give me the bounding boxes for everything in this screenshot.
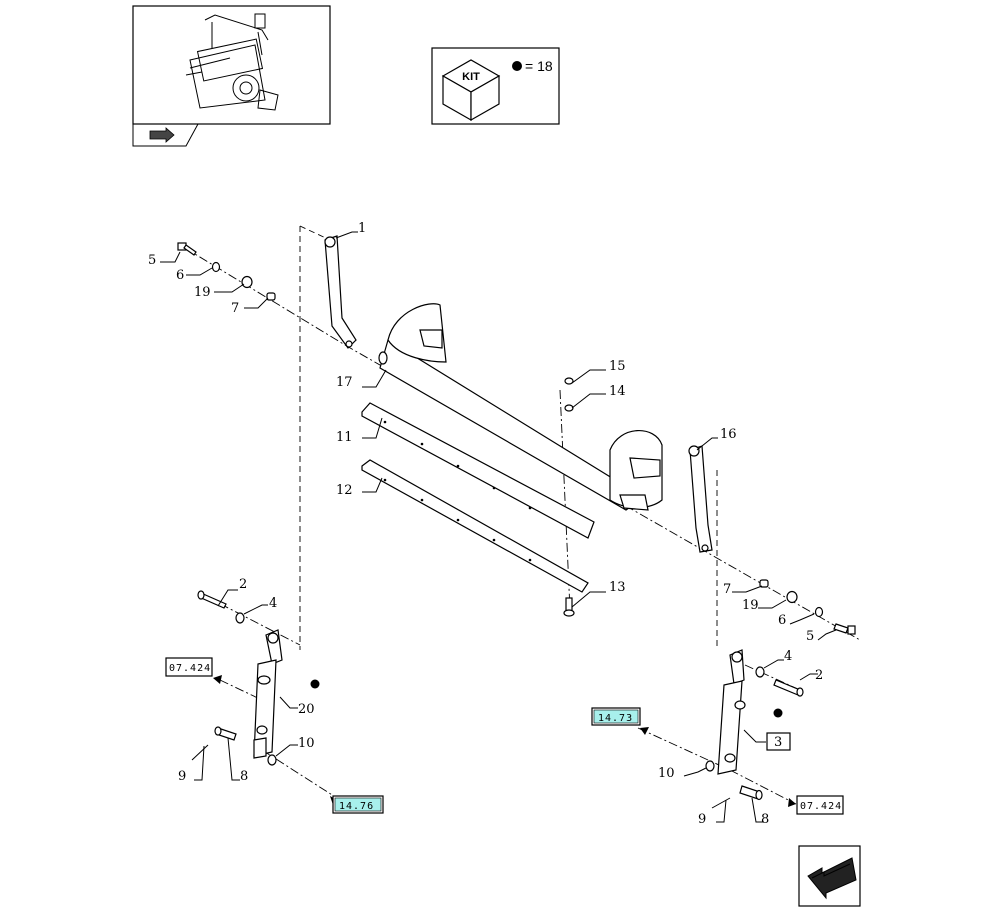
svg-text:14.76: 14.76: [339, 801, 374, 812]
bolt-part-2-right[interactable]: [773, 679, 804, 697]
bushing-part-7-left[interactable]: [266, 292, 276, 301]
reference-box-left-bottom[interactable]: 14.76: [332, 795, 384, 814]
callout-5-right: 5: [806, 629, 814, 644]
kit-marker-dot-left: [310, 679, 320, 689]
kit-marker-dot-right: [773, 708, 783, 718]
plate-part-12[interactable]: [361, 459, 589, 593]
roller-part-17[interactable]: [378, 303, 663, 511]
callout-13: 13: [609, 580, 626, 595]
callout-6-left: 6: [176, 268, 184, 283]
callout-14: 14: [609, 384, 626, 399]
callout-6-right: 6: [778, 613, 786, 628]
arm-part-16[interactable]: [688, 445, 713, 553]
callout-labels: 1 5 6 19 7 17 11 12 15 14 13 16 2 4 20 1…: [148, 221, 823, 827]
nut-part-15[interactable]: [564, 377, 574, 385]
kit-legend: KIT = 18: [431, 47, 560, 125]
reference-box-left-top[interactable]: 07.424: [165, 657, 213, 677]
callout-11: 11: [336, 430, 353, 445]
reference-box-right-bottom[interactable]: 07.424: [796, 795, 844, 815]
washer-part-6-right[interactable]: [814, 606, 824, 618]
bolt-part-5-right[interactable]: [833, 623, 856, 635]
pin-part-8-left[interactable]: [214, 726, 237, 741]
callout-19-right: 19: [742, 598, 759, 613]
callout-8-right: 8: [761, 812, 769, 827]
callout-20: 20: [298, 702, 315, 717]
callout-1: 1: [358, 221, 366, 236]
callout-17: 17: [336, 375, 353, 390]
washer-part-10-left[interactable]: [267, 754, 277, 766]
callout-19-left: 19: [194, 285, 211, 300]
arm-part-1[interactable]: [324, 235, 357, 349]
callout-10-left: 10: [298, 736, 315, 751]
callout-15: 15: [609, 359, 626, 374]
thumbnail-tab-arrow-icon[interactable]: [132, 123, 199, 147]
spacer-part-19-right[interactable]: [786, 590, 798, 604]
callout-3: 3: [774, 735, 782, 750]
callout-10-right: 10: [658, 766, 675, 781]
kit-cube-icon: [441, 59, 501, 122]
bolt-part-5-left[interactable]: [177, 242, 197, 256]
kit-marker-dot: [512, 61, 522, 71]
cylinder-part-3[interactable]: [717, 649, 746, 775]
washer-part-4-left[interactable]: [235, 612, 245, 624]
bolt-part-13[interactable]: [563, 597, 575, 617]
washer-part-10-right[interactable]: [705, 760, 715, 772]
assembly-lines: [184, 225, 861, 805]
machine-thumbnail[interactable]: [132, 5, 331, 125]
callout-9-left: 9: [178, 769, 186, 784]
svg-text:14.73: 14.73: [598, 713, 633, 724]
callout-12: 12: [336, 483, 353, 498]
cylinder-part-20[interactable]: [253, 629, 283, 759]
svg-text:07.424: 07.424: [800, 801, 842, 812]
clip-part-9-right[interactable]: [711, 797, 731, 809]
washer-part-4-right[interactable]: [755, 666, 765, 678]
pin-part-8-right[interactable]: [739, 785, 763, 801]
callout-7-right: 7: [723, 582, 731, 597]
callout-4-right: 4: [784, 649, 792, 664]
washer-part-14[interactable]: [564, 404, 574, 412]
callout-9-right: 9: [698, 812, 706, 827]
clip-part-9-left[interactable]: [191, 744, 209, 761]
reference-box-right-top[interactable]: 14.73: [591, 707, 641, 726]
next-page-arrow-icon[interactable]: [798, 845, 861, 907]
spacer-part-19-left[interactable]: [241, 275, 253, 289]
callout-2-right: 2: [815, 668, 823, 683]
callout-16: 16: [720, 427, 737, 442]
callout-8-left: 8: [240, 769, 248, 784]
callout-5-left: 5: [148, 253, 156, 268]
bushing-part-7-right[interactable]: [759, 579, 769, 588]
plate-part-11[interactable]: [361, 402, 595, 539]
kit-label: KIT: [462, 71, 480, 83]
callout-2-left: 2: [239, 577, 247, 592]
callout-4-left: 4: [269, 596, 277, 611]
reference-arrows: [213, 675, 796, 807]
washer-part-6-left[interactable]: [211, 261, 221, 273]
callout-7-left: 7: [231, 301, 239, 316]
svg-text:07.424: 07.424: [169, 663, 211, 674]
kit-quantity: = 18: [525, 58, 553, 74]
leader-lines: [160, 231, 837, 823]
